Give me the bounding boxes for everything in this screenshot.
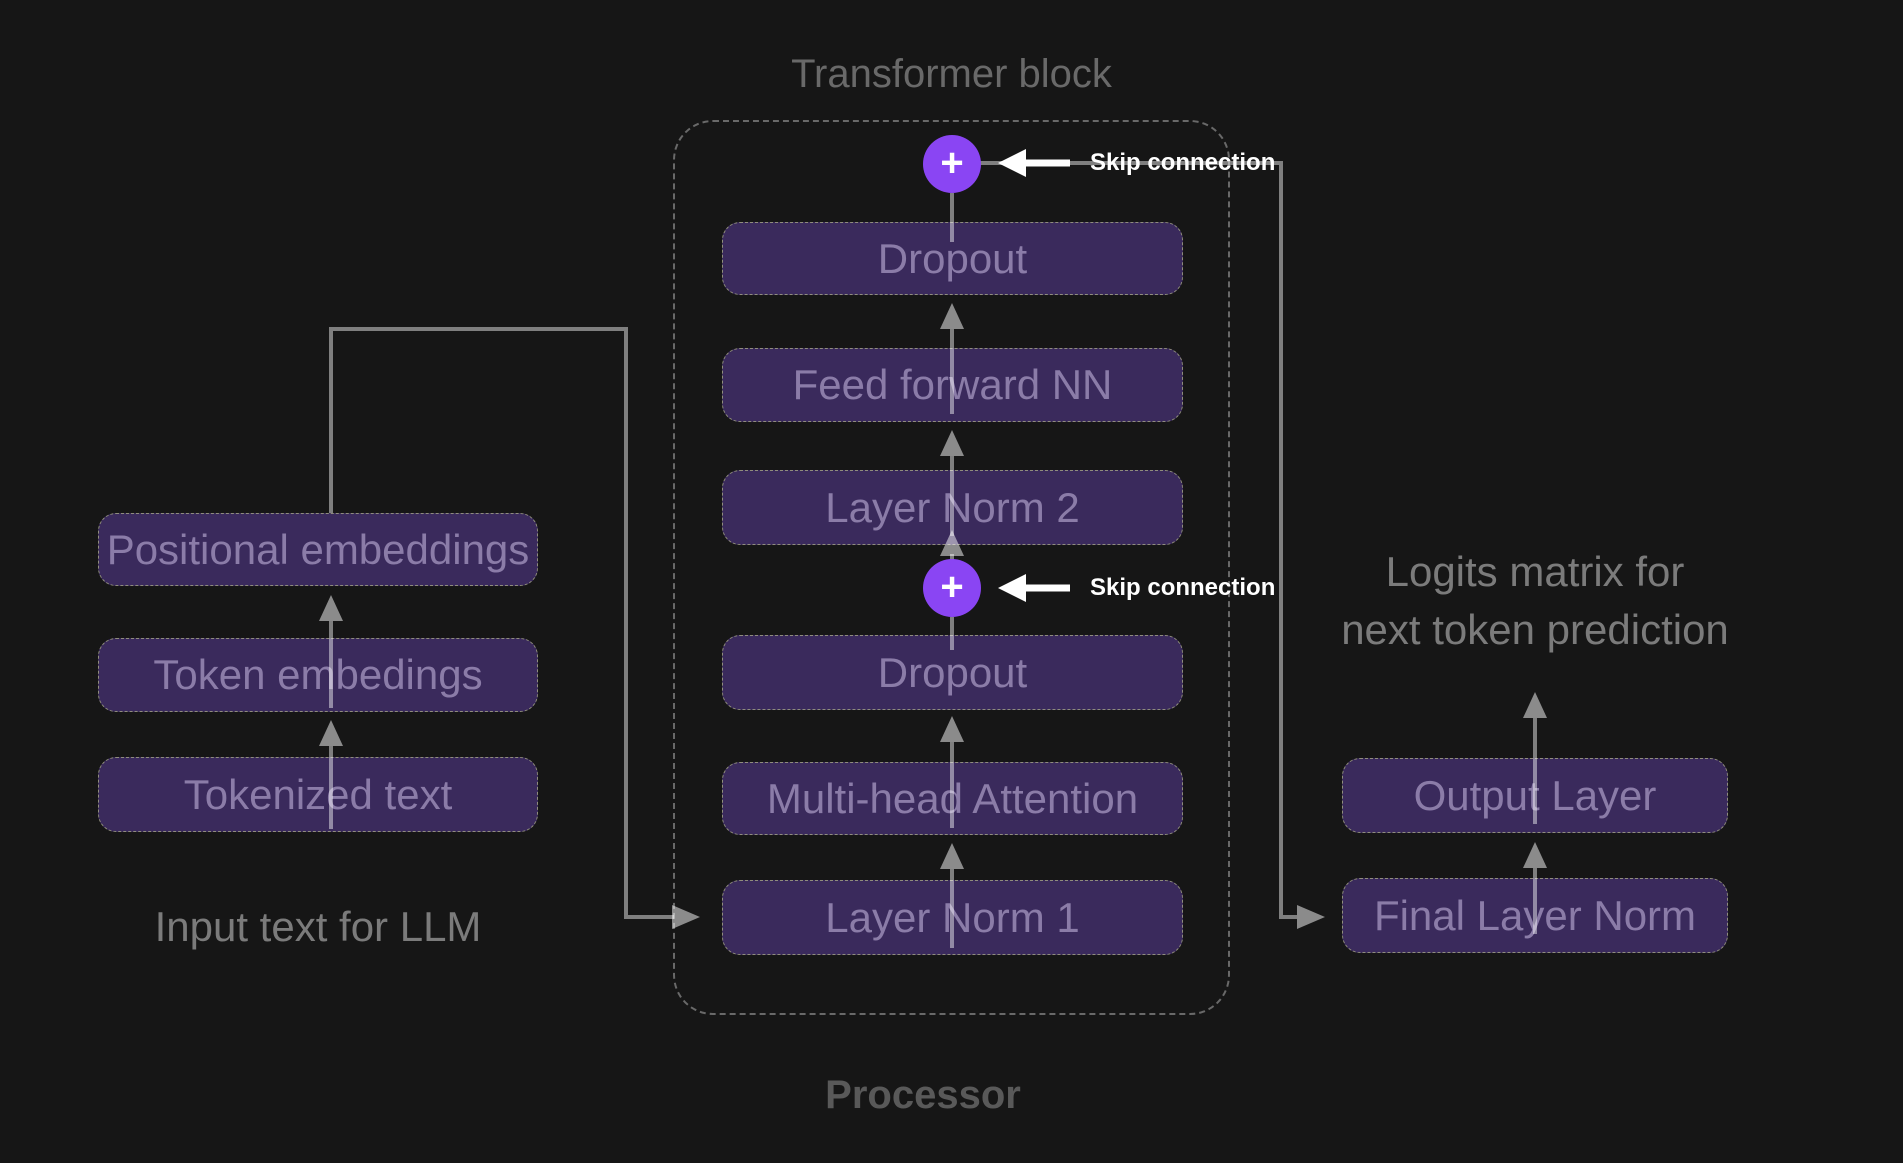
node-layer-norm-1: Layer Norm 1 bbox=[722, 880, 1183, 955]
node-tokenized-text: Tokenized text bbox=[98, 757, 538, 832]
node-label: Tokenized text bbox=[183, 770, 453, 818]
node-dropout-middle: Dropout bbox=[722, 635, 1183, 710]
skip-connection-label-middle: Skip connection bbox=[1090, 574, 1276, 601]
processor-caption: Processor bbox=[825, 1073, 1021, 1117]
logits-caption-line1: Logits matrix for bbox=[1385, 548, 1685, 595]
node-output-layer: Output Layer bbox=[1342, 758, 1728, 833]
plus-icon: + bbox=[940, 565, 964, 609]
plus-icon: + bbox=[940, 141, 964, 185]
arrowhead-up-icon bbox=[1523, 692, 1547, 718]
residual-add-node-middle: + bbox=[923, 559, 981, 617]
node-feed-forward-nn: Feed forward NN bbox=[722, 348, 1183, 422]
residual-add-node-top: + bbox=[923, 135, 981, 193]
logits-caption: Logits matrix for next token prediction bbox=[1275, 543, 1795, 659]
node-label: Output Layer bbox=[1413, 771, 1657, 819]
input-text-caption: Input text for LLM bbox=[154, 903, 482, 950]
node-label: Final Layer Norm bbox=[1373, 891, 1697, 939]
node-dropout-top: Dropout bbox=[722, 222, 1183, 295]
node-label: Multi-head Attention bbox=[766, 774, 1139, 822]
arrowhead-up-icon bbox=[1523, 842, 1547, 868]
node-layer-norm-2: Layer Norm 2 bbox=[722, 470, 1183, 545]
node-label: Layer Norm 1 bbox=[825, 893, 1080, 941]
skip-connection-label-top: Skip connection bbox=[1090, 149, 1276, 176]
node-label: Feed forward NN bbox=[792, 361, 1113, 408]
node-positional-embeddings: Positional embeddings bbox=[98, 513, 538, 586]
node-label: Positional embeddings bbox=[106, 525, 530, 573]
node-label: Dropout bbox=[877, 648, 1028, 696]
node-label: Dropout bbox=[877, 234, 1028, 282]
transformer-block-title: Transformer block bbox=[791, 52, 1112, 96]
arrowhead-right-icon bbox=[1297, 905, 1325, 929]
arrowhead-up-icon bbox=[319, 720, 343, 746]
arrowhead-up-icon bbox=[319, 595, 343, 621]
node-label: Layer Norm 2 bbox=[825, 483, 1080, 531]
node-multi-head-attention: Multi-head Attention bbox=[722, 762, 1183, 835]
node-final-layer-norm: Final Layer Norm bbox=[1342, 878, 1728, 953]
logits-caption-line2: next token prediction bbox=[1341, 606, 1729, 653]
node-token-embedings: Token embedings bbox=[98, 638, 538, 712]
node-label: Token embedings bbox=[153, 651, 483, 698]
transformer-block-container bbox=[673, 120, 1230, 1015]
